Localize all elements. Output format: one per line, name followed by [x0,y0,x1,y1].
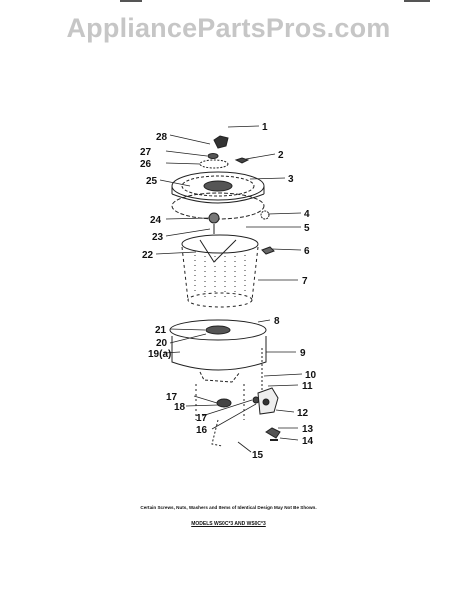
part-clip [234,157,250,164]
callout-15: 15 [252,450,264,461]
callout-26: 25 [146,176,158,187]
part-lower-housing [199,371,241,383]
part-seal [216,398,232,408]
callout-11: 11 [302,381,313,392]
callout-25: 24 [150,215,162,226]
callout-14: 14 [302,436,314,447]
callout-3: 3 [288,174,294,185]
callout-20: 19(a) [148,349,171,360]
callout-28: 27 [140,147,152,158]
part-basket [181,246,259,301]
callout-21: 20 [156,338,168,349]
callout-6: 6 [304,246,310,257]
top-rule-left [120,0,142,2]
models-caption: MODELS WS0C*3 AND WS0C*3 [191,521,266,527]
callout-2: 2 [278,150,284,161]
callout-16: 16 [196,425,208,436]
part-seal-ring [199,159,229,169]
callout-24: 23 [152,232,164,243]
part-spout [213,135,229,149]
footnote: Certain Screws, Nuts, Washers and Items … [140,505,317,510]
part-outer-tub [171,336,267,371]
callout-23: 22 [142,250,154,261]
callout-27: 26 [140,159,152,170]
callout-17: 17 [196,413,208,424]
top-rule-right [404,0,430,2]
callout-19a: 17 [166,392,178,403]
callout-8: 8 [274,316,280,327]
watermark-logo: AppliancePartsPros.com [66,13,391,43]
callout-labels: 28 27 26 25 24 23 22 21 20 19(a) 17 18 1… [140,122,317,461]
part-basket-top [181,234,259,254]
callout-1: 1 [262,122,268,133]
part-hub-plate [169,319,267,341]
part-hose-fitting [265,427,281,439]
callout-18: 18 [174,402,186,413]
part-bumper [260,210,270,220]
callout-4: 4 [304,209,310,220]
leader-lines [155,125,303,453]
callout-9: 9 [300,348,306,359]
callout-5: 5 [304,223,310,234]
part-ball [208,212,220,224]
callout-13: 13 [302,424,314,435]
callout-22: 21 [155,325,167,336]
part-nut [207,153,219,159]
callout-12: 12 [297,408,309,419]
callout-29: 28 [156,132,168,143]
part-bolt [261,246,275,255]
part-bracket [211,419,223,447]
callout-7: 7 [302,276,308,287]
callout-10: 10 [305,370,317,381]
